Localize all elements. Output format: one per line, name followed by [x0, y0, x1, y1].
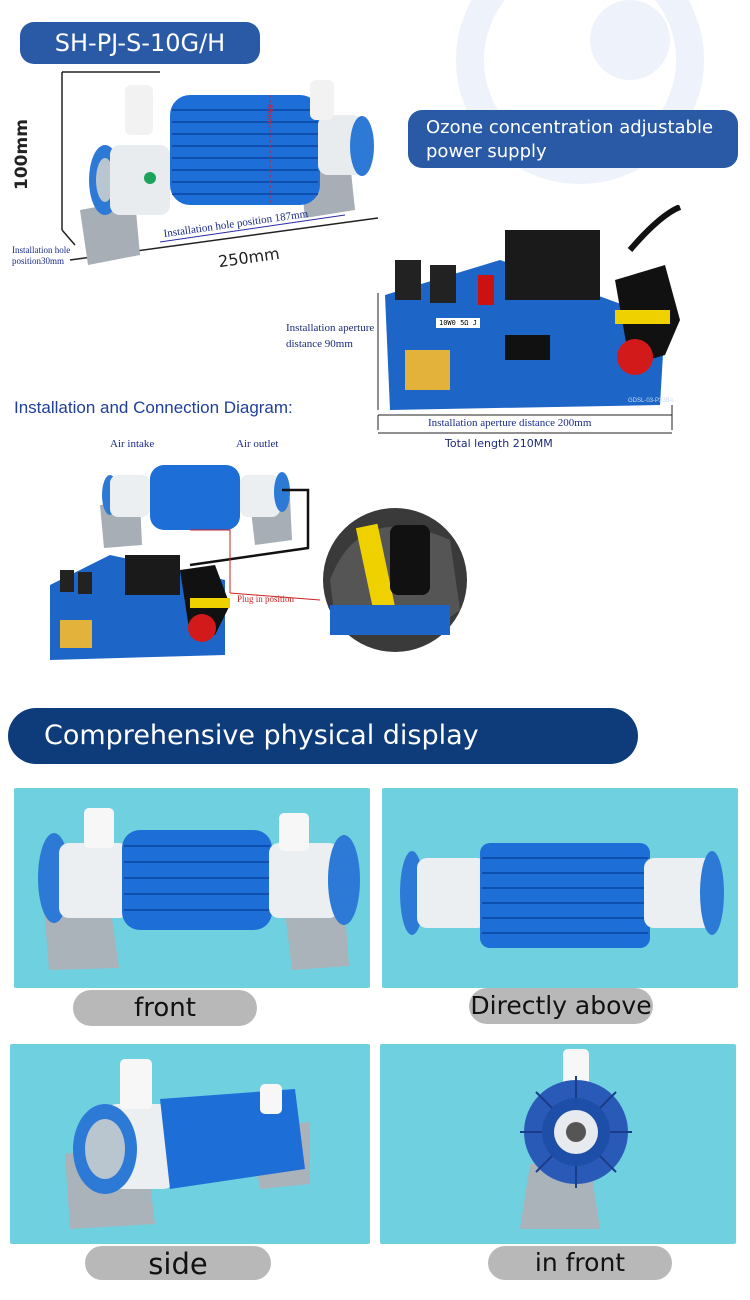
- aperture-200-label: Installation aperture distance 200mm: [428, 417, 592, 429]
- connection-diagram-title: Installation and Connection Diagram:: [14, 398, 293, 417]
- view-front-panel: [14, 788, 370, 988]
- air-intake-label: Air intake: [110, 438, 155, 450]
- hole-offset-label: Installation hole position30mm: [12, 245, 70, 267]
- view-label-in-front: in front: [488, 1246, 672, 1280]
- view-in-front-panel: [380, 1044, 736, 1244]
- aperture-90-label: Installation aperture distance 90mm: [286, 320, 374, 352]
- connection-diagram-image: [50, 465, 467, 660]
- watermark-graphic: [456, 0, 704, 184]
- model-label: SH-PJ-S-10G/H: [20, 22, 260, 64]
- view-label-directly-above: Directly above: [469, 988, 653, 1024]
- plug-in-position-label: Plug in position: [237, 594, 295, 604]
- aperture-line1: Installation aperture: [286, 322, 375, 334]
- tube-mark-dimension: 68mm: [265, 104, 275, 125]
- hole-offset-line2: position30mm: [12, 256, 65, 266]
- power-supply-label: Ozone concentration adjustable power sup…: [408, 110, 738, 168]
- in-front-view-image: [520, 1049, 632, 1229]
- front-view-image: [38, 808, 360, 970]
- power-supply-board-image: [377, 205, 682, 434]
- aperture-line2: distance 90mm: [286, 338, 353, 350]
- tube-dimension-drawing: 100mm 250mm Installation hole position 1…: [0, 60, 390, 280]
- hole-offset-line1: Installation hole: [12, 245, 71, 255]
- view-label-side: side: [85, 1246, 271, 1281]
- above-view-image: [400, 843, 724, 948]
- resistor-text: 10W0 5Ω J: [436, 318, 480, 328]
- view-label-front: front: [73, 990, 257, 1026]
- side-view-image: [65, 1059, 310, 1229]
- display-section-title: Comprehensive physical display: [8, 708, 638, 764]
- connection-diagram: Air intake Air outlet Plug in position: [30, 430, 480, 670]
- height-dimension: 100mm: [12, 119, 32, 190]
- air-outlet-label: Air outlet: [236, 438, 279, 450]
- view-above-panel: [382, 788, 738, 988]
- power-supply-drawing: 10W0 5Ω J GDSL-03-P33BA Installation ape…: [280, 205, 740, 455]
- view-side-panel: [10, 1044, 370, 1244]
- board-code: GDSL-03-P33BA: [628, 398, 674, 404]
- total-length-label: Total length 210MM: [445, 437, 553, 450]
- ozone-tube-image: [61, 71, 379, 265]
